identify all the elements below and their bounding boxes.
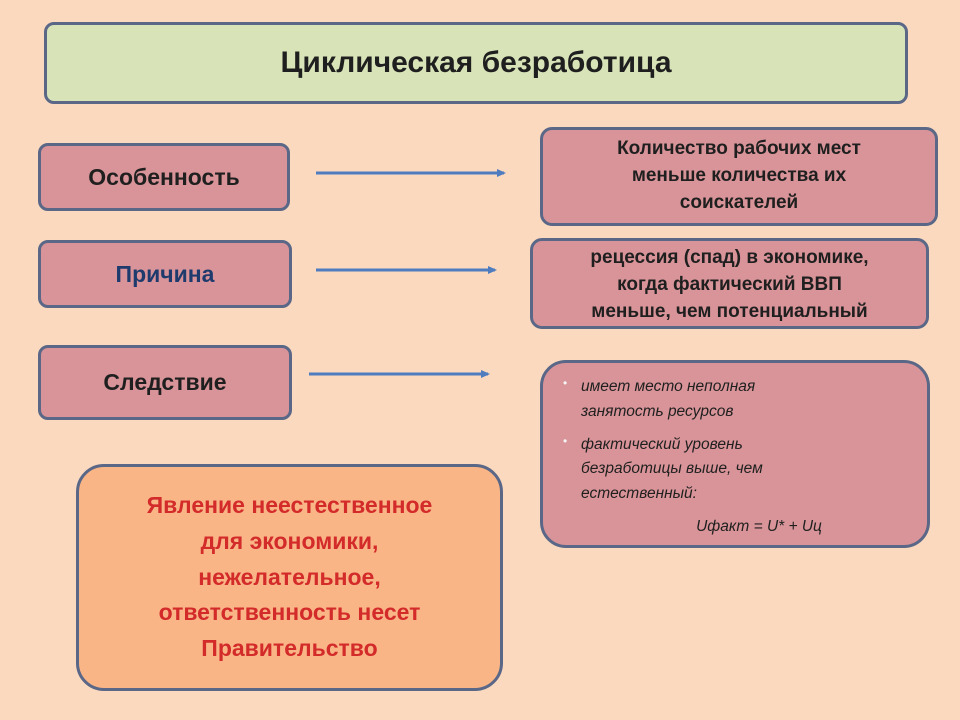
consequence-bullet-line: занятость ресурсов xyxy=(581,402,734,420)
consequence-bullet-line: имеет место неполная xyxy=(581,378,756,395)
description-cause: рецессия (спад) в экономике, когда факти… xyxy=(530,238,929,329)
label-feature-text: Особенность xyxy=(88,163,240,190)
conclusion-line: Правительство xyxy=(201,634,378,661)
label-feature: Особенность xyxy=(38,143,290,211)
description-feature-line: соискателей xyxy=(679,191,799,213)
description-feature-line: меньше количества их xyxy=(631,165,847,187)
consequence-bullet: • имеет место неполная занятость ресурсо… xyxy=(563,375,907,425)
consequence-bullet-line: естественный: xyxy=(581,485,697,503)
title-box: Циклическая безработица xyxy=(44,22,908,104)
consequence-bullet-line: фактический уровень xyxy=(581,435,743,453)
bullet-dot-icon: • xyxy=(563,376,568,390)
description-feature-line: Количество рабочих мест xyxy=(617,138,861,160)
label-consequence-text: Следствие xyxy=(103,369,227,395)
conclusion-line: для экономики, xyxy=(200,528,379,555)
description-feature: Количество рабочих мест меньше количеств… xyxy=(540,127,938,226)
description-consequence: • имеет место неполная занятость ресурсо… xyxy=(540,360,930,548)
label-cause: Причина xyxy=(38,240,292,308)
consequence-bullet-line: безработицы выше, чем xyxy=(581,460,763,478)
description-cause-line: меньше, чем потенциальный xyxy=(591,300,868,322)
label-consequence: Следствие xyxy=(38,345,292,420)
description-cause-line: когда фактический ВВП xyxy=(617,273,842,295)
unemployment-formula: Uфакт = U* + Uц xyxy=(696,517,822,535)
conclusion-line: ответственность несет xyxy=(158,599,421,626)
conclusion-line: нежелательное, xyxy=(198,563,381,590)
label-cause-text: Причина xyxy=(115,260,215,287)
conclusion-box: Явление неестественное для экономики, не… xyxy=(76,464,503,691)
bullet-dot-icon: • xyxy=(563,433,568,448)
consequence-bullet: • фактический уровень безработицы выше, … xyxy=(563,433,907,507)
description-cause-line: рецессия (спад) в экономике, xyxy=(590,247,869,268)
slide-title: Циклическая безработица xyxy=(280,46,672,79)
conclusion-line: Явление неестественное xyxy=(146,492,433,519)
